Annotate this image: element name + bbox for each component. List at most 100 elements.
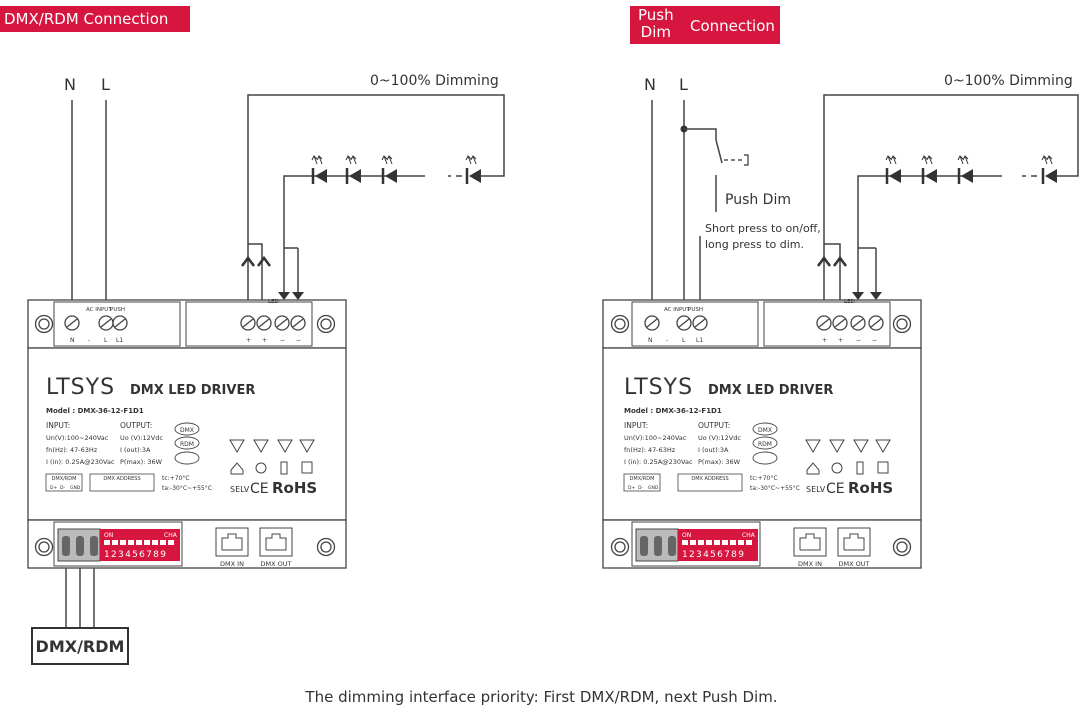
dip-cha-label: CHA — [164, 532, 178, 539]
term-l1: L1 — [116, 337, 123, 344]
dimming-label: 0~100% Dimming — [370, 73, 499, 89]
badge-push: Push — [638, 6, 674, 24]
led-label: LED — [268, 299, 279, 305]
output-heading: OUTPUT: — [120, 421, 152, 430]
term-dash-right: - — [666, 337, 668, 344]
term-dash: - — [88, 337, 90, 344]
dmx-rdm-connection-badge: DMX/RDM Connection — [0, 6, 190, 32]
dmxrdm-small-label-right: DMX/RDM — [630, 476, 655, 482]
dip-on-label-right: ON — [682, 532, 691, 539]
ta-label-right: ta:-30°C~+55°C — [750, 485, 800, 492]
certification-icons — [229, 439, 315, 475]
dmxrdm-small-label: DMX/RDM — [52, 476, 77, 482]
dimming-label-right: 0~100% Dimming — [944, 73, 1073, 89]
badge-label: DMX/RDM Connection — [4, 10, 169, 28]
output-power: P(max): 36W — [120, 458, 163, 466]
push-dim-label: Push Dim — [725, 192, 791, 208]
gnd-label: GND — [70, 485, 81, 491]
brand-logo-right: LTSYS — [624, 375, 693, 400]
line-label: L — [101, 75, 110, 94]
input-heading: INPUT: — [46, 421, 70, 430]
push-note-2: long press to dim. — [705, 238, 804, 251]
push-note-1: Short press to on/off, — [705, 222, 821, 235]
output-heading-right: OUTPUT: — [698, 421, 730, 430]
priority-footnote: The dimming interface priority: First DM… — [305, 688, 778, 706]
output-voltage: Uo (V):12Vdc — [120, 434, 163, 442]
term-minus-1: − — [280, 337, 285, 344]
term-minus-2-right: − — [872, 337, 877, 344]
ac-input-label: AC INPUT — [86, 307, 112, 313]
tc-label-right: tc:+70°C — [750, 475, 778, 482]
ta-label: ta:-30°C~+55°C — [162, 485, 212, 492]
output-power-right: P(max): 36W — [698, 458, 741, 466]
dmx-out-label-right: DMX OUT — [839, 560, 870, 568]
dmx-in-label-right: DMX IN — [798, 560, 822, 568]
input-frequency-right: fn(Hz): 47-63Hz — [624, 446, 676, 454]
push-label-right: PUSH — [688, 307, 703, 313]
push-dim-connection-badge: Push Dim Connection — [630, 6, 780, 44]
term-n-right: N — [648, 337, 653, 344]
driver-unit-right: AC INPUT PUSH LED N - L L1 + + − − LTSYS… — [602, 299, 922, 569]
dplus-label-right: D+ — [628, 485, 635, 491]
rohs-mark-right: RoHS — [848, 479, 893, 497]
input-voltage: Un(V):100~240Vac — [46, 434, 109, 442]
output-current: I (out):3A — [120, 446, 151, 454]
model-label: Model : DMX-36-12-F1D1 — [46, 407, 144, 415]
ce-mark-right: CE — [826, 481, 845, 497]
dip-on-label: ON — [104, 532, 113, 539]
term-plus-2-right: + — [838, 337, 843, 344]
dminus-label-right: D- — [638, 485, 643, 491]
input-current-right: I (in): 0.25A@230Vac — [624, 458, 693, 466]
neutral-label-right: N — [644, 75, 656, 94]
term-n: N — [70, 337, 75, 344]
dip-cha-label-right: CHA — [742, 532, 756, 539]
input-current: I (in): 0.25A@230Vac — [46, 458, 115, 466]
dminus-label: D- — [60, 485, 65, 491]
product-name-right: DMX LED DRIVER — [708, 383, 833, 398]
input-heading-right: INPUT: — [624, 421, 648, 430]
neutral-label: N — [64, 75, 76, 94]
badge-connection: Connection — [690, 17, 775, 35]
dip-digits: 123456789 — [104, 550, 167, 560]
push-label: PUSH — [110, 307, 125, 313]
term-plus-1: + — [246, 337, 251, 344]
selv-label-right: SELV — [806, 485, 826, 494]
dplus-label: D+ — [50, 485, 57, 491]
dmx-tag: DMX — [180, 427, 194, 434]
input-frequency: fn(Hz): 47-63Hz — [46, 446, 98, 454]
line-label-right: L — [679, 75, 688, 94]
led-label-right: LED — [844, 299, 855, 305]
output-voltage-right: Uo (V):12Vdc — [698, 434, 741, 442]
selv-label: SELV — [230, 485, 250, 494]
dmx-address-label-right: DMX ADDRESS — [691, 476, 728, 482]
rdm-tag-right: RDM — [758, 441, 772, 448]
term-l1-right: L1 — [696, 337, 703, 344]
term-minus-1-right: − — [856, 337, 861, 344]
badge-dim: Dim — [640, 23, 671, 41]
rdm-tag: RDM — [180, 441, 194, 448]
right-diagram: N L 0~100% Dimming Push Dim Short press … — [644, 73, 1079, 310]
dmx-rdm-box-label: DMX/RDM — [36, 637, 125, 656]
term-l-right: L — [682, 337, 686, 344]
rohs-mark: RoHS — [272, 479, 317, 497]
product-name: DMX LED DRIVER — [130, 383, 255, 398]
model-label-right: Model : DMX-36-12-F1D1 — [624, 407, 722, 415]
term-minus-2: − — [296, 337, 301, 344]
gnd-label-right: GND — [648, 485, 659, 491]
ac-input-label-right: AC INPUT — [664, 307, 690, 313]
certification-icons-right — [805, 439, 891, 475]
dmx-in-label: DMX IN — [220, 560, 244, 568]
dmx-out-label: DMX OUT — [261, 560, 292, 568]
output-current-right: I (out):3A — [698, 446, 729, 454]
input-voltage-right: Un(V):100~240Vac — [624, 434, 687, 442]
driver-unit-left: AC INPUT PUSH LED N - L L1 + + − − LTSYS… — [27, 299, 347, 569]
brand-logo: LTSYS — [46, 375, 115, 400]
dmx-address-label: DMX ADDRESS — [103, 476, 140, 482]
left-diagram: N L 0~100% Dimming DMX/RDM — [31, 73, 505, 665]
term-l: L — [104, 337, 108, 344]
dmx-tag-right: DMX — [758, 427, 772, 434]
tc-label: tc:+70°C — [162, 475, 190, 482]
badge-stack: Push Dim — [638, 7, 674, 41]
term-plus-1-right: + — [822, 337, 827, 344]
